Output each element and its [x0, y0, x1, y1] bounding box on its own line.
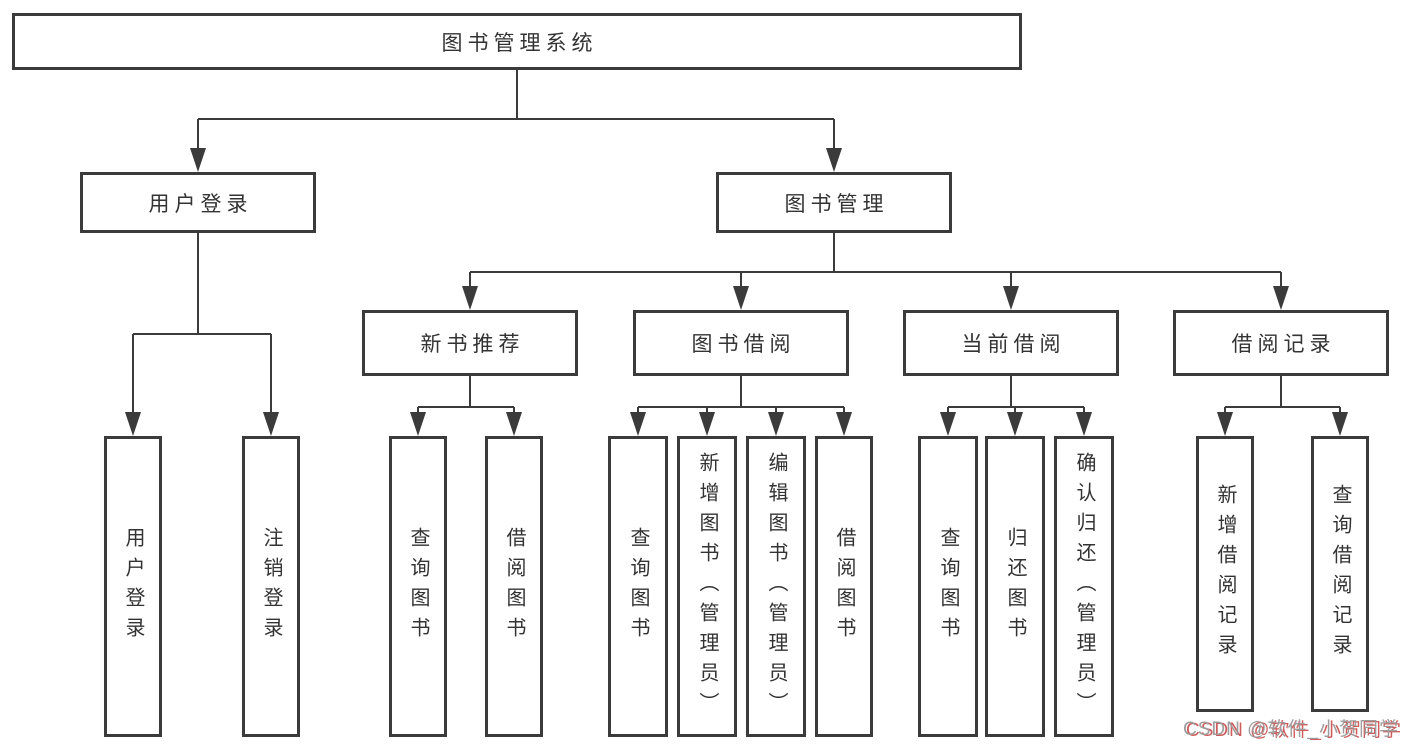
leaf-add-book-admin: 新增图书（管理员）: [677, 436, 737, 737]
arrowhead-icon: [1217, 412, 1233, 436]
arrowhead-icon: [263, 412, 279, 436]
leaf-confirm-return-admin: 确认归还（管理员）: [1054, 436, 1114, 737]
connector-line: [513, 407, 515, 414]
csdn-watermark: CSDN @软件_小贺同学: [1183, 719, 1399, 740]
connector-line: [1280, 272, 1282, 288]
connector-line: [1010, 272, 1012, 288]
connector-line: [516, 70, 518, 119]
connector-line: [198, 118, 834, 120]
connector-line: [270, 334, 272, 414]
connector-line: [1010, 376, 1012, 407]
arrowhead-icon: [836, 412, 852, 436]
node-borrowing-records: 借阅记录: [1173, 310, 1389, 376]
connector-line: [843, 407, 845, 414]
leaf-user-login: 用户登录: [104, 436, 162, 737]
leaf-edit-book-admin: 编辑图书（管理员）: [746, 436, 806, 737]
connector-line: [132, 334, 134, 414]
arrowhead-icon: [1332, 412, 1348, 436]
node-new-book-recommend: 新书推荐: [362, 310, 578, 376]
connector-line: [638, 406, 844, 408]
leaf-borrow-book-recommend: 借阅图书: [485, 436, 543, 737]
connector-line: [418, 406, 514, 408]
connector-line: [197, 233, 199, 334]
connector-line: [469, 272, 471, 288]
arrowhead-icon: [1076, 412, 1092, 436]
node-root: 图书管理系统: [12, 13, 1022, 70]
connector-line: [1339, 407, 1341, 414]
connector-line: [706, 407, 708, 414]
connector-line: [1280, 376, 1282, 407]
arrowhead-icon: [506, 412, 522, 436]
leaf-return-book: 归还图书: [985, 436, 1045, 737]
connector-line: [197, 119, 199, 150]
connector-line: [947, 407, 949, 414]
connector-line: [637, 407, 639, 414]
arrowhead-icon: [733, 286, 749, 310]
node-book-management: 图书管理: [716, 172, 952, 233]
connector-line: [833, 119, 835, 150]
connector-line: [833, 233, 835, 272]
leaf-borrow-book-borrowing: 借阅图书: [815, 436, 873, 737]
arrowhead-icon: [940, 412, 956, 436]
arrowhead-icon: [1007, 412, 1023, 436]
arrowhead-icon: [462, 286, 478, 310]
arrowhead-icon: [699, 412, 715, 436]
connector-line: [133, 333, 271, 335]
leaf-query-borrow-record: 查询借阅记录: [1311, 436, 1369, 712]
leaf-logout: 注销登录: [242, 436, 300, 737]
node-book-borrowing: 图书借阅: [633, 310, 849, 376]
node-user-login: 用户登录: [80, 172, 316, 233]
connector-line: [1225, 406, 1340, 408]
connector-line: [775, 407, 777, 414]
connector-line: [948, 406, 1084, 408]
connector-line: [740, 376, 742, 407]
connector-line: [1224, 407, 1226, 414]
connector-line: [469, 376, 471, 407]
connector-line: [1014, 407, 1016, 414]
node-current-borrowing: 当前借阅: [903, 310, 1119, 376]
arrowhead-icon: [768, 412, 784, 436]
leaf-add-borrow-record: 新增借阅记录: [1196, 436, 1254, 712]
arrowhead-icon: [190, 148, 206, 172]
leaf-query-book-recommend: 查询图书: [389, 436, 447, 737]
arrowhead-icon: [1003, 286, 1019, 310]
arrowhead-icon: [410, 412, 426, 436]
connector-line: [740, 272, 742, 288]
leaf-query-book-borrowing: 查询图书: [608, 436, 668, 737]
connector-line: [470, 271, 1281, 273]
connector-line: [417, 407, 419, 414]
arrowhead-icon: [125, 412, 141, 436]
connector-line: [1083, 407, 1085, 414]
leaf-query-book-current: 查询图书: [918, 436, 978, 737]
arrowhead-icon: [630, 412, 646, 436]
arrowhead-icon: [1273, 286, 1289, 310]
arrowhead-icon: [826, 148, 842, 172]
